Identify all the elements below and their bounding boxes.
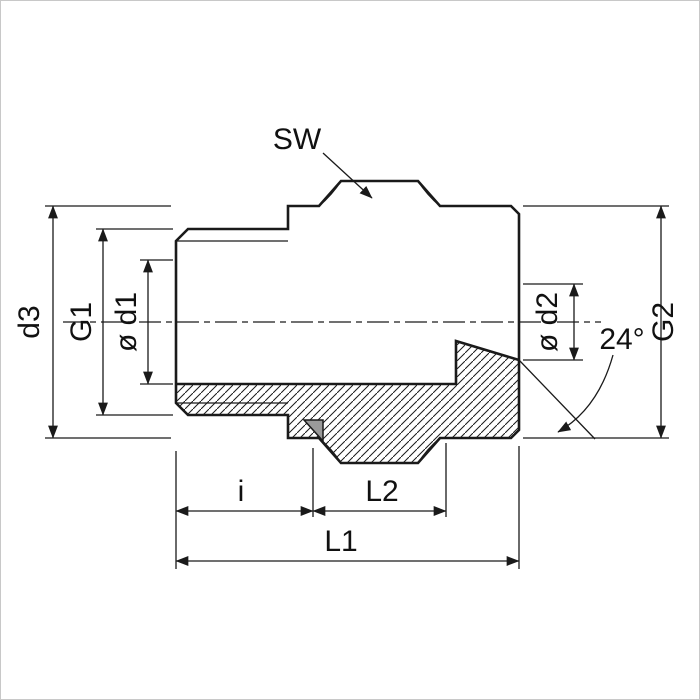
dimension-d2: ø d2 <box>523 283 583 361</box>
dimension-l1: L1 <box>175 446 520 569</box>
dimension-i: i <box>175 448 314 569</box>
dimension-label-l1: L1 <box>324 525 357 558</box>
dimension-label-i: i <box>238 475 245 508</box>
dimension-label-g2: G2 <box>647 302 680 342</box>
cone-angle-reference-line <box>518 359 596 440</box>
angle-leader-arc <box>557 354 614 433</box>
hex-face-arc <box>417 437 441 464</box>
dimension-d1: ø d1 <box>110 259 173 385</box>
bore-and-cone-lines <box>176 339 520 386</box>
dimension-label-g1: G1 <box>65 302 98 342</box>
dimension-g1: G1 <box>65 228 173 416</box>
hex-face-arc <box>318 180 342 207</box>
dimension-cone-angle: 24° <box>557 323 645 433</box>
dimension-l2: L2 <box>312 443 447 517</box>
section-hatch <box>176 341 519 463</box>
dimension-label-d2: ø d2 <box>531 292 564 352</box>
seal-wedge <box>302 419 324 443</box>
dimension-label-angle: 24° <box>599 323 644 356</box>
part-outline <box>174 179 521 465</box>
dimension-sw: SW <box>273 123 373 199</box>
dimension-d3: d3 <box>13 205 171 439</box>
dimension-label-d1: ø d1 <box>110 292 143 352</box>
sw-leader-line <box>322 152 373 199</box>
hex-face-arc <box>417 180 441 207</box>
dimension-label-sw: SW <box>273 123 322 156</box>
dimension-label-l2: L2 <box>365 475 398 508</box>
dimension-label-d3: d3 <box>13 305 46 338</box>
dimension-g2: G2 <box>523 205 680 439</box>
